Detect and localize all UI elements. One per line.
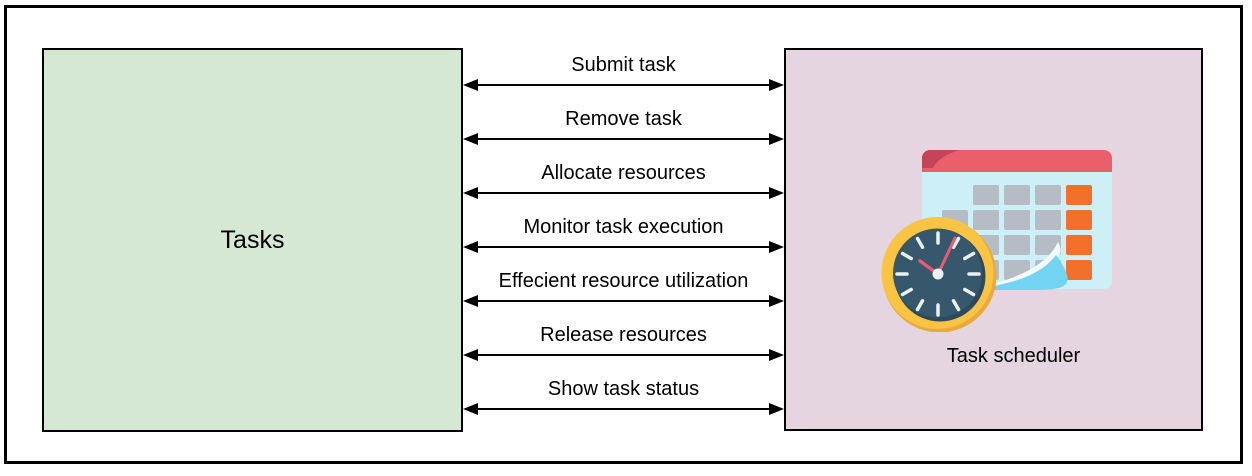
link-label: Submit task <box>571 54 676 76</box>
arrow-line <box>478 138 769 140</box>
calendar-clock-icon <box>881 150 1112 332</box>
arrow-head-left <box>463 403 478 415</box>
arrow-head-right <box>769 79 784 91</box>
calendar-cells-orange <box>1066 185 1092 280</box>
link-allocate-resources: Allocate resources <box>463 160 784 200</box>
arrow-line <box>478 408 769 410</box>
calendar-header <box>922 150 1112 172</box>
bidirectional-arrow <box>463 240 784 254</box>
arrow-head-right <box>769 295 784 307</box>
calendar-curl-underside <box>974 242 1061 288</box>
arrow-head-left <box>463 295 478 307</box>
task-scheduler-node: Task scheduler <box>784 48 1203 431</box>
arrow-head-left <box>463 187 478 199</box>
calendar-curl <box>974 255 1068 290</box>
link-monitor-task-execution: Monitor task execution <box>463 214 784 254</box>
arrow-head-left <box>463 349 478 361</box>
arrow-head-right <box>769 403 784 415</box>
link-label: Monitor task execution <box>523 216 724 238</box>
bidirectional-arrow <box>463 348 784 362</box>
clock-center-dot <box>932 268 944 280</box>
link-remove-task: Remove task <box>463 106 784 146</box>
tasks-node-label: Tasks <box>220 225 285 254</box>
arrow-head-right <box>769 349 784 361</box>
link-label: Effecient resource utilization <box>498 270 749 292</box>
diagram-outer-frame <box>4 5 1243 464</box>
bidirectional-arrow <box>463 186 784 200</box>
bidirectional-arrow <box>463 402 784 416</box>
arrow-line <box>478 84 769 86</box>
link-release-resources: Release resources <box>463 322 784 362</box>
arrow-head-left <box>463 79 478 91</box>
arrow-head-left <box>463 241 478 253</box>
arrow-line <box>478 300 769 302</box>
arrow-head-right <box>769 133 784 145</box>
clock-minute-hand <box>936 236 957 276</box>
clock-ticks <box>895 231 981 317</box>
link-label: Allocate resources <box>541 162 706 184</box>
tasks-node: Tasks <box>42 48 463 432</box>
link-efficient-resource-utilization: Effecient resource utilization <box>463 268 784 308</box>
arrow-head-right <box>769 241 784 253</box>
link-label: Show task status <box>547 378 700 400</box>
calendar-header-fold <box>922 150 960 168</box>
bidirectional-arrow <box>463 78 784 92</box>
bidirectional-arrow <box>463 294 784 308</box>
link-submit-task: Submit task <box>463 52 784 92</box>
arrow-line <box>478 246 769 248</box>
task-scheduler-node-label: Task scheduler <box>946 345 1081 367</box>
arrow-line <box>478 192 769 194</box>
link-label: Release resources <box>540 324 707 346</box>
link-label: Remove task <box>565 108 682 130</box>
bidirectional-arrow <box>463 132 784 146</box>
arrow-head-left <box>463 133 478 145</box>
link-show-task-status: Show task status <box>463 376 784 416</box>
arrow-head-right <box>769 187 784 199</box>
arrow-line <box>478 354 769 356</box>
